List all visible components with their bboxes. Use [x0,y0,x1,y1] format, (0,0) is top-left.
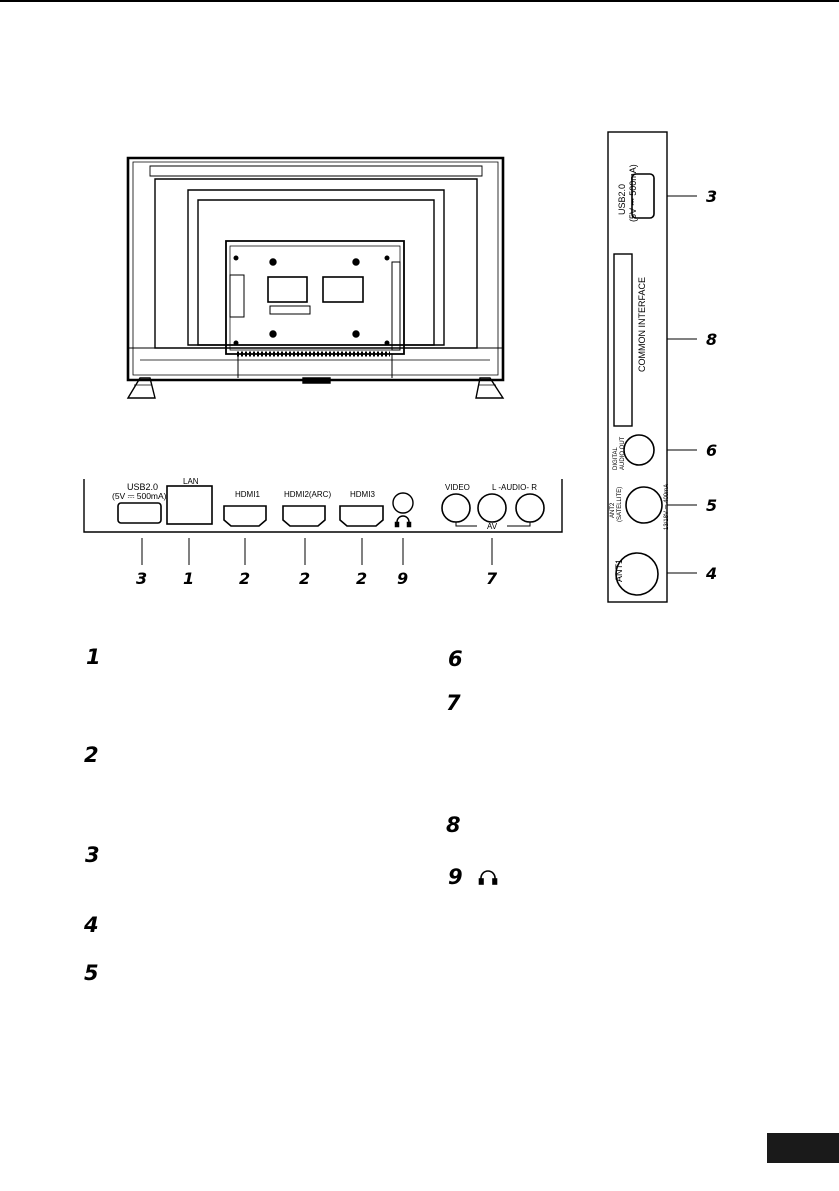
lan-label: LAN [183,477,199,486]
video-label: VIDEO [445,483,470,492]
digital-audio-port [623,434,655,466]
list-item-4-number: 4 [84,913,99,937]
side-callout-8: 8 [706,330,717,349]
hdmi2-port [282,505,326,527]
audio-right-port [515,493,545,523]
bottom-callout-2c: 2 [356,569,367,588]
side-callout-4: 4 [705,564,717,583]
list-item-7-number: 7 [446,691,461,715]
audio-left-port [477,493,507,523]
bottom-callout-9: 9 [397,569,408,588]
bottom-usb-port [117,502,162,524]
hdmi1-port [223,505,267,527]
ant2-label-2: (SATELLITE) [617,487,623,522]
ant2-rating: 13/18V ⎓ 400mA [664,484,670,530]
ant2-port [625,486,663,524]
hdmi1-label: HDMI1 [235,490,260,499]
list-item-6-number: 6 [448,647,463,671]
list-headphone-icon [478,870,498,885]
list-item-1-number: 1 [86,645,101,669]
ant1-port [615,552,659,596]
list-item-9-number: 9 [448,865,463,889]
list-item-8-number: 8 [446,813,461,837]
lan-port [166,485,213,525]
side-callout-3: 3 [706,187,717,206]
list-item-5-number: 5 [84,961,99,985]
bottom-callout-7: 7 [486,569,498,588]
side-callout-5: 5 [706,496,717,515]
bottom-callout-2b: 2 [299,569,310,588]
headphone-jack [392,492,414,514]
hdmi3-label: HDMI3 [350,490,375,499]
digital-audio-label-2: AUDIO OUT [620,436,626,470]
headphone-icon [394,515,412,528]
side-usb-port [631,173,655,219]
top-rule [0,0,839,2]
digital-audio-label-1: DIGITAL [613,446,619,470]
bottom-usb-rating: (5V ⎓ 500mA) [112,491,167,501]
side-connector-panel: USB2.0 (5V ⎓ 500mA) COMMON INTERFACE DIG… [607,131,717,603]
list-item-3-number: 3 [85,843,100,867]
list-item-2-number: 2 [84,743,99,767]
video-port [441,493,471,523]
side-usb-rating: (5V ⎓ 500mA) [628,164,638,222]
audio-label: L -AUDIO- R [492,483,537,492]
ci-label: COMMON INTERFACE [637,277,647,372]
side-usb-label: USB2.0 [617,184,627,215]
hdmi2-label: HDMI2(ARC) [284,490,331,499]
hdmi3-port [339,505,384,527]
tv-rear-illustration [126,156,505,399]
ant2-label-1: ANT2 [610,502,616,518]
bottom-usb-label: USB2.0 [127,482,158,492]
side-callout-6: 6 [706,441,717,460]
bottom-callout-2a: 2 [239,569,250,588]
bottom-callout-3: 3 [136,569,147,588]
ant1-label: ANT1 [614,559,624,582]
page-tab [767,1133,839,1163]
bottom-connector-panel: USB2.0 (5V ⎓ 500mA) LAN HDMI1 HDMI2(ARC)… [83,477,563,588]
av-label: AV [487,522,498,531]
ci-slot [613,253,633,427]
bottom-callout-1: 1 [183,569,194,588]
